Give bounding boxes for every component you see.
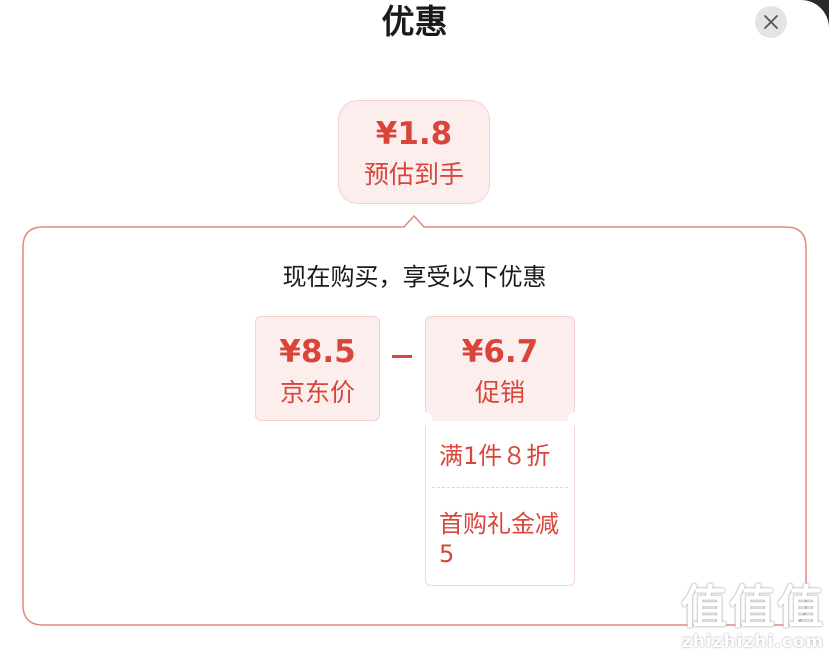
watermark-text: zhizhizhi.com xyxy=(681,632,825,652)
close-button[interactable] xyxy=(755,6,787,38)
promotion-label: 促销 xyxy=(474,378,525,407)
promotion-detail-item: 满1件８折 xyxy=(439,442,551,470)
estimated-price: ¥1.8 xyxy=(375,116,453,152)
promotion-amount: ¥6.7 xyxy=(461,334,539,370)
estimated-price-label: 预估到手 xyxy=(363,160,464,189)
ticket-notch-left xyxy=(418,412,432,426)
jd-price-card: ¥8.5 京东价 xyxy=(255,316,380,421)
promotion-card: ¥6.7 促销 xyxy=(425,316,575,421)
panel-subtitle: 现在购买，享受以下优惠 xyxy=(282,263,547,291)
promotion-detail-item: 首购礼金减5 xyxy=(439,510,559,568)
ticket-notch-right xyxy=(568,412,582,426)
watermark-logo: 值值值 xyxy=(681,580,825,634)
estimated-price-badge: ¥1.8 预估到手 xyxy=(338,100,490,204)
jd-price-amount: ¥8.5 xyxy=(279,334,356,370)
minus-sign xyxy=(392,355,412,358)
jd-price-label: 京东价 xyxy=(279,378,355,407)
dialog-title: 优惠 xyxy=(381,2,448,41)
watermark: 值值值 zhizhizhi.com xyxy=(678,582,828,666)
close-icon xyxy=(764,15,778,29)
detail-divider xyxy=(432,487,568,488)
promotion-details: 满1件８折 首购礼金减5 xyxy=(425,421,575,586)
